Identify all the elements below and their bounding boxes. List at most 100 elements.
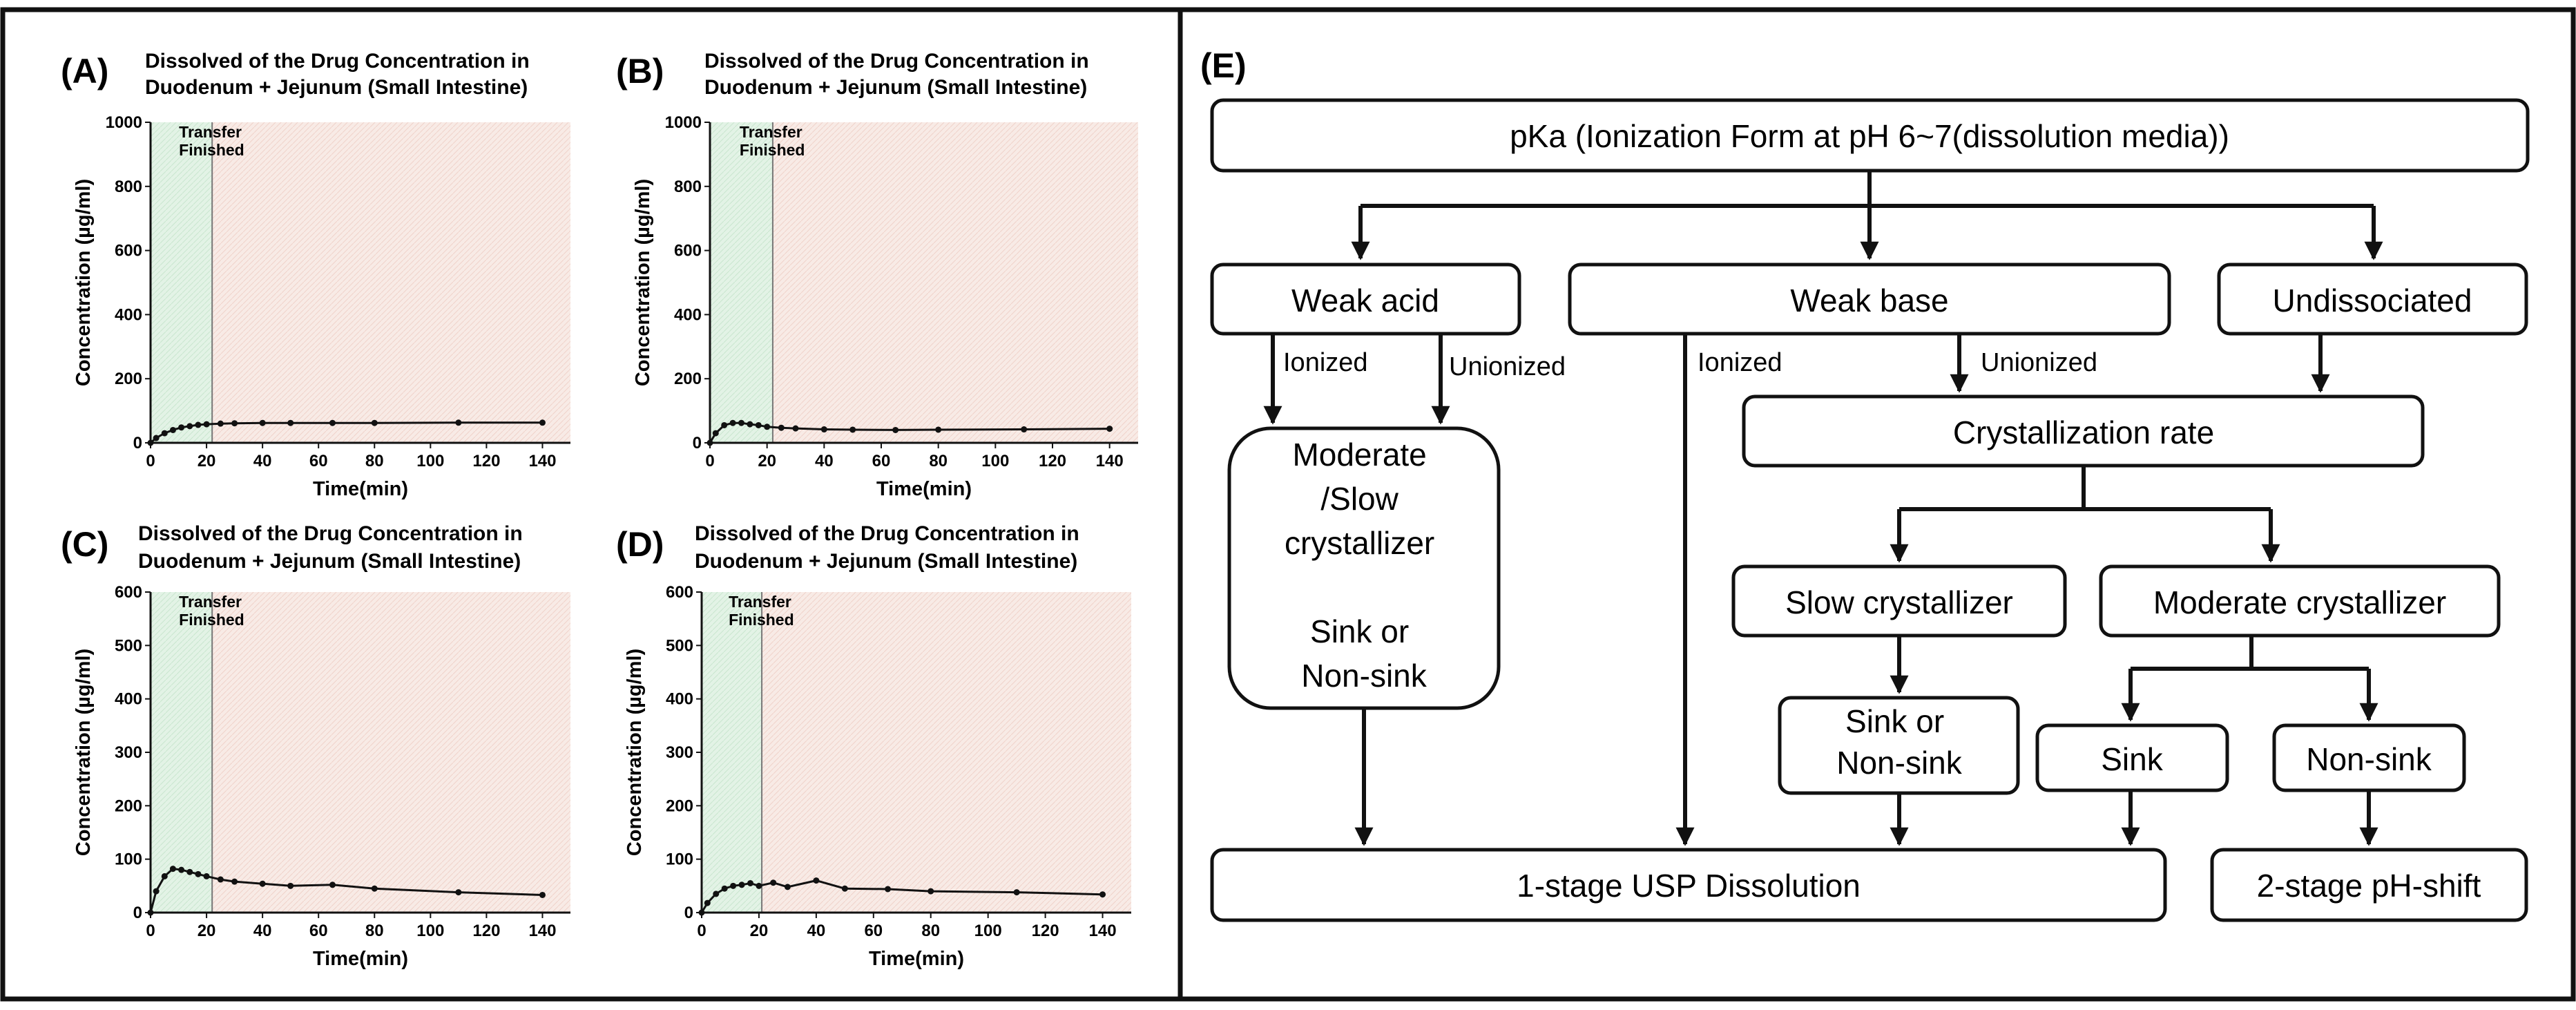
chart-c-y-tick-label: 0 [133, 904, 142, 922]
chart-d-y-tick-label: 100 [666, 850, 693, 869]
chart-b-data-point [849, 426, 856, 433]
chart-a-y-tick-label: 0 [133, 434, 142, 452]
chart-a-data-point [371, 419, 378, 426]
chart-d-x-tick-label: 100 [974, 922, 1002, 940]
chart-b-data-point [738, 419, 744, 426]
chart-d-data-point [756, 882, 762, 889]
chart-d-panel-label: (D) [616, 525, 664, 564]
sink-or-nonsink-text: Sink or Non-sink [1836, 703, 1963, 781]
chart-b-data-point [755, 421, 762, 428]
crystallization-rate-text: Crystallization rate [1953, 415, 2214, 450]
chart-c-annotation-line-2: Finished [179, 611, 244, 629]
chart-b-x-tick-label: 20 [758, 452, 776, 470]
undissociated-text: Undissociated [2273, 283, 2472, 318]
chart-b-data-point [892, 426, 899, 433]
chart-c-x-tick-label: 60 [309, 922, 328, 940]
moderate-slow-line-3: crystallizer [1285, 525, 1434, 561]
chart-a-data-point [203, 421, 210, 428]
chart-a-zone-green [151, 122, 213, 443]
chart-c-data-point [186, 868, 193, 875]
moderate-slow-line-2: /Slow [1320, 481, 1398, 517]
chart-c-data-point [259, 880, 266, 887]
chart-a-data-point [178, 424, 185, 431]
chart-a: (A)Dissolved of the Drug Concentration i… [61, 50, 570, 500]
chart-c-title-line-2: Duodenum + Jejunum (Small Intestine) [138, 550, 521, 573]
chart-c-data-point [231, 878, 238, 885]
chart-b-annotation-line-1: Transfer [740, 123, 802, 141]
chart-a-y-tick-label: 600 [115, 242, 142, 260]
chart-d-title-line-2: Duodenum + Jejunum (Small Intestine) [695, 550, 1077, 573]
chart-a-y-tick-label: 1000 [106, 113, 142, 132]
chart-b-data-point [747, 421, 753, 428]
chart-d-y-tick-label: 200 [666, 797, 693, 815]
chart-a-x-tick-label: 100 [416, 452, 444, 470]
chart-d-data-point [927, 888, 934, 895]
chart-b-x-label: Time(min) [876, 478, 972, 500]
chart-b-data-point [820, 426, 827, 433]
chart-a-title-line-2: Duodenum + Jejunum (Small Intestine) [145, 76, 528, 99]
chart-d-y-tick-label: 500 [666, 636, 693, 655]
chart-b-annotation-line-2: Finished [740, 141, 805, 159]
chart-b-y-label: Concentration (µg/ml) [632, 179, 654, 386]
sink-or-nonsink-line-2: Non-sink [1836, 745, 1963, 781]
base-ionized-label: Ionized [1698, 348, 1782, 377]
chart-d-data-point [713, 890, 720, 897]
moderate-slow-line-6: Non-sink [1301, 658, 1428, 694]
chart-d-data-point [704, 899, 711, 906]
chart-b: (B)Dissolved of the Drug Concentration i… [616, 50, 1138, 500]
chart-c-data-point [161, 873, 168, 879]
chart-c-title-line-1: Dissolved of the Drug Concentration in [138, 522, 523, 545]
chart-a-x-label: Time(min) [313, 478, 408, 500]
chart-b-data-point [935, 426, 942, 433]
chart-c-x-tick-label: 0 [146, 922, 155, 940]
chart-a-title-line-1: Dissolved of the Drug Concentration in [145, 50, 530, 73]
chart-b-x-tick-label: 100 [981, 452, 1009, 470]
chart-d-data-point [770, 879, 777, 886]
chart-d-zone-green [702, 592, 762, 913]
chart-b-title-line-1: Dissolved of the Drug Concentration in [704, 50, 1089, 73]
usp-box [1210, 848, 2167, 922]
chart-a-y-tick-label: 200 [115, 370, 142, 388]
chart-c-data-point [539, 891, 546, 898]
moderate-slow-line-1: Moderate [1292, 437, 1426, 473]
chart-c-y-tick-label: 600 [115, 583, 142, 602]
chart-a-data-point [186, 423, 193, 430]
chart-a-y-tick-label: 800 [115, 178, 142, 196]
chart-c-x-tick-label: 100 [416, 922, 444, 940]
chart-c-x-label: Time(min) [313, 948, 408, 970]
chart-d-y-tick-label: 0 [684, 904, 693, 922]
chart-b-y-tick-label: 800 [674, 178, 702, 196]
chart-a-data-point [169, 426, 176, 433]
chart-d-y-tick-label: 300 [666, 743, 693, 762]
charts-group: (A)Dissolved of the Drug Concentration i… [61, 50, 1138, 970]
moderate-crystallizer-box [2099, 564, 2501, 638]
chart-b-title-line-2: Duodenum + Jejunum (Small Intestine) [704, 76, 1087, 99]
moderate-slow-text: Moderate /Slow crystallizer Sink or Non-… [1285, 437, 1443, 694]
chart-b-x-tick-label: 120 [1039, 452, 1066, 470]
chart-d-annotation-line-1: Transfer [729, 593, 791, 611]
chart-a-x-tick-label: 140 [528, 452, 556, 470]
chart-b-x-tick-label: 80 [929, 452, 948, 470]
chart-c-y-tick-label: 500 [115, 636, 142, 655]
chart-d-y-tick-label: 600 [666, 583, 693, 602]
chart-b-x-tick-label: 0 [705, 452, 714, 470]
chart-d-x-tick-label: 0 [697, 922, 706, 940]
chart-d-data-point [730, 882, 737, 889]
chart-d-data-point [813, 877, 820, 884]
chart-d-x-label: Time(min) [869, 948, 964, 970]
ph-shift-box [2210, 848, 2528, 922]
chart-b-zone-green [710, 122, 773, 443]
chart-a-data-point [455, 419, 462, 426]
chart-d-data-point [721, 885, 728, 892]
chart-b-data-point [778, 424, 785, 431]
chart-a-x-tick-label: 120 [472, 452, 500, 470]
flowchart-panel-e: (E) pKa (Ionization Form at pH 6~7(disso… [1200, 46, 2530, 922]
chart-a-data-point [217, 420, 224, 427]
moderate-crystallizer-text: Moderate crystallizer [2153, 584, 2446, 620]
chart-d-annotation-line-2: Finished [729, 611, 794, 629]
slow-crystallizer-text: Slow crystallizer [1785, 584, 2013, 620]
moderate-slow-line-5: Sink or [1310, 613, 1409, 649]
chart-b-series-line [709, 421, 1110, 444]
chart-c-y-label: Concentration (µg/ml) [73, 649, 95, 856]
